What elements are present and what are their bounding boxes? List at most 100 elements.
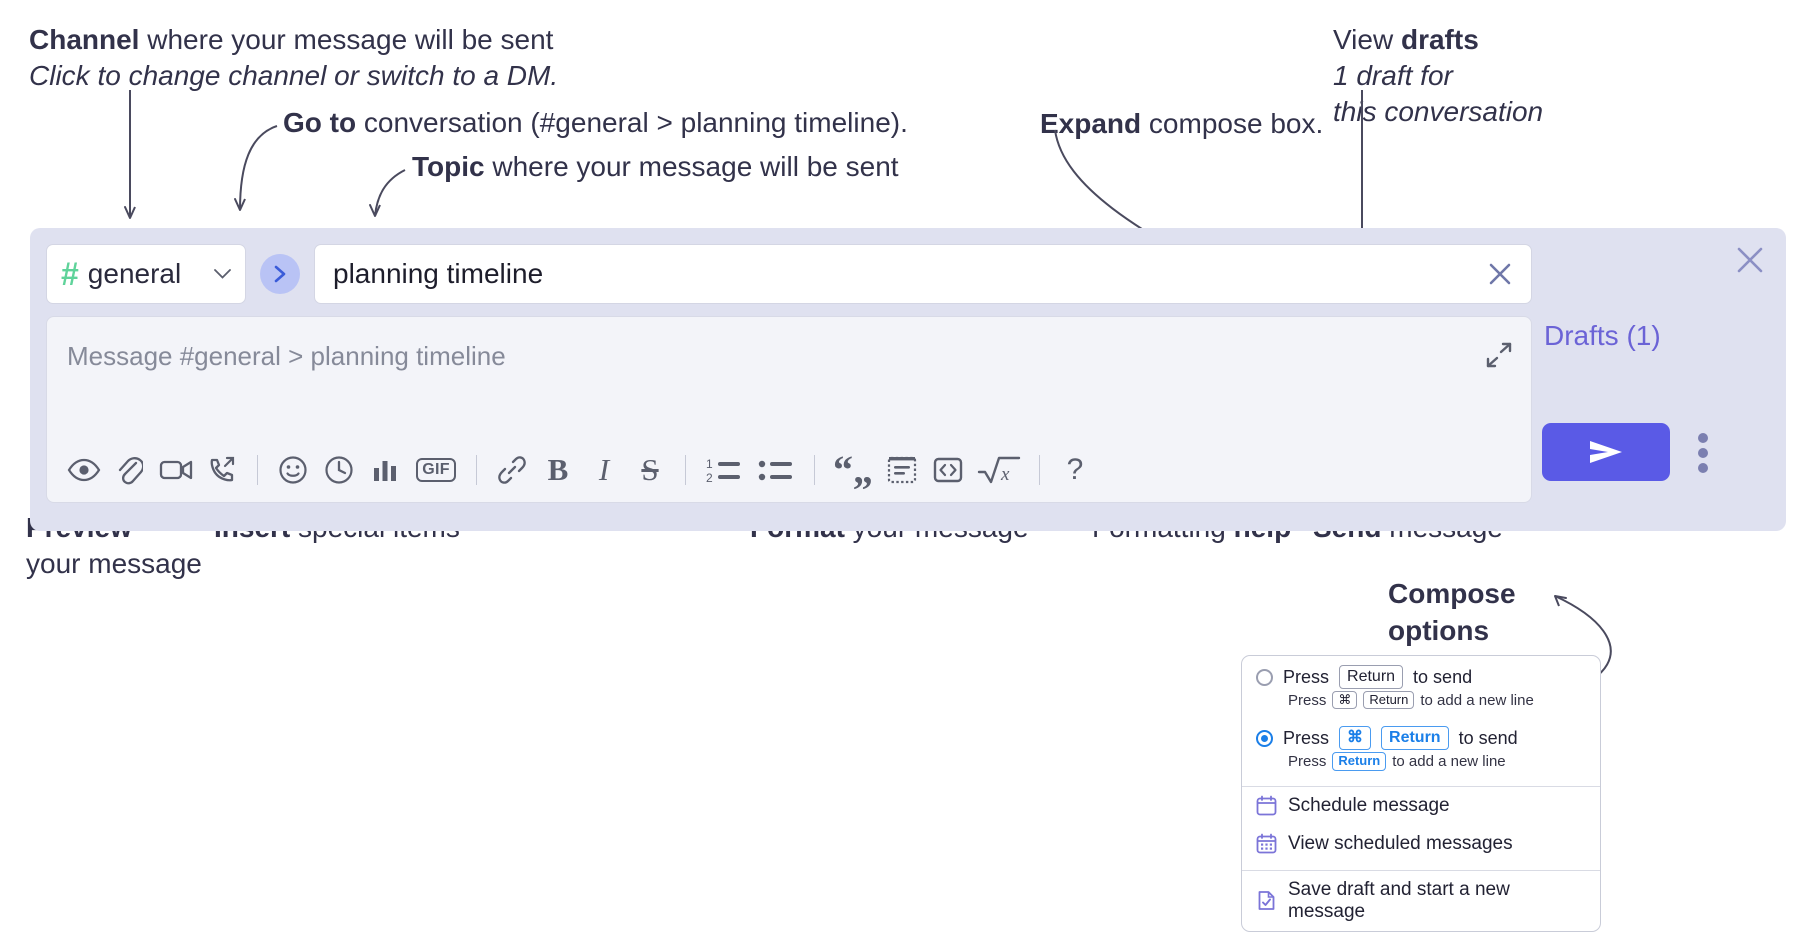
svg-text:2: 2 (706, 471, 713, 484)
option2-sub-tail: to add a new line (1392, 752, 1506, 770)
ordered-list-icon[interactable]: 1 2 (698, 447, 750, 493)
emoji-icon[interactable] (270, 447, 316, 493)
help-label: ? (1066, 453, 1084, 486)
italic-icon[interactable]: I (581, 447, 627, 493)
poll-icon[interactable] (362, 447, 408, 493)
math-icon[interactable]: x (971, 447, 1027, 493)
hash-icon: # (61, 256, 79, 292)
annotation-drafts-pre: View (1333, 24, 1401, 55)
video-icon[interactable] (153, 447, 199, 493)
annotation-compose-options-bold1: Compose (1388, 578, 1516, 609)
send-icon (1590, 441, 1622, 463)
expand-icon[interactable] (1485, 341, 1513, 369)
svg-text:1: 1 (706, 457, 713, 471)
annotation-drafts: View drafts 1 draft for this conversatio… (1333, 22, 1543, 129)
send-button[interactable] (1542, 423, 1670, 481)
svg-text:x: x (1000, 464, 1010, 485)
option1-key-return: Return (1339, 665, 1404, 689)
annotation-goto-bold: Go to (283, 107, 357, 138)
close-icon[interactable] (1734, 244, 1766, 276)
menu-item-label: Schedule message (1288, 794, 1450, 816)
strikethrough-icon[interactable]: S (627, 447, 673, 493)
channel-name: general (87, 258, 182, 289)
code-icon[interactable] (925, 447, 971, 493)
annotation-drafts-bold: drafts (1400, 24, 1479, 55)
radio-return-to-send[interactable] (1256, 668, 1273, 686)
code-block-icon[interactable] (879, 447, 925, 493)
topic-field[interactable]: planning timeline (314, 244, 1532, 304)
menu-divider-1 (1242, 785, 1600, 787)
formatting-toolbar: GIF B I S (47, 438, 1531, 502)
radio-cmd-return-to-send[interactable] (1256, 729, 1273, 747)
italic-label: I (598, 452, 610, 487)
annotation-expand-bold: Expand (1040, 108, 1142, 139)
option2-press: Press (1283, 727, 1330, 748)
kebab-dot-1 (1698, 433, 1708, 443)
annotation-channel-bold: Channel (29, 24, 140, 55)
message-input-area[interactable]: Message #general > planning timeline (46, 316, 1532, 503)
menu-item-view-scheduled-messages[interactable]: View scheduled messages (1242, 825, 1600, 863)
calendar-icon (1256, 795, 1277, 816)
kebab-dot-2 (1698, 448, 1708, 458)
menu-item-save-draft[interactable]: Save draft and start a new message (1242, 871, 1600, 931)
annotation-expand: Expand compose box. (1040, 106, 1323, 142)
more-options-icon[interactable] (1698, 433, 1708, 473)
annotation-channel-line1: Channel where your message will be sent (29, 24, 553, 55)
menu-item-label: View scheduled messages (1288, 832, 1513, 854)
option1-sub-tail: to add a new line (1420, 691, 1534, 709)
menu-option-return-subtext: Press ⌘ Return to add a new line (1242, 691, 1600, 717)
separator-5 (1039, 455, 1040, 485)
compose-header-row: # general planning timeline (46, 244, 1532, 304)
option2-key-return: Return (1381, 726, 1449, 751)
bold-label: B (547, 452, 569, 487)
gif-label: GIF (416, 458, 456, 482)
menu-item-label: Save draft and start a new message (1288, 878, 1510, 922)
menu-divider-2 (1242, 869, 1600, 871)
compose-main: # general planning timeline Message #gen… (46, 244, 1532, 515)
link-icon[interactable] (489, 447, 535, 493)
annotation-drafts-sub2: this conversation (1333, 95, 1544, 127)
clock-icon[interactable] (316, 447, 362, 493)
annotation-goto: Go to conversation (#general > planning … (283, 105, 908, 141)
gif-icon[interactable]: GIF (408, 447, 464, 493)
menu-item-schedule-message[interactable]: Schedule message (1242, 787, 1600, 825)
menu-option-return-to-send[interactable]: Press Return to send (1242, 656, 1600, 691)
compose-options-menu: Press Return to send Press ⌘ Return to a… (1241, 655, 1601, 932)
call-icon[interactable] (199, 447, 245, 493)
annotation-channel-sub: Click to change channel or switch to a D… (29, 59, 559, 91)
message-placeholder: Message #general > planning timeline (67, 341, 506, 371)
blockquote-icon[interactable]: “„ (833, 447, 873, 492)
option2-sub-press: Press (1288, 752, 1327, 770)
annotation-preview-sub: your message (26, 547, 202, 579)
attachment-icon[interactable] (107, 447, 153, 493)
compose-box: # general planning timeline Message #gen… (30, 228, 1786, 531)
separator-2 (476, 455, 477, 485)
close-icon[interactable] (1485, 259, 1515, 289)
topic-value: planning timeline (333, 258, 544, 289)
annotation-drafts-sub1: 1 draft for (1333, 59, 1453, 91)
strikethrough-label: S (641, 452, 659, 487)
annotation-channel-rest: where your message will be sent (139, 24, 554, 55)
channel-selector[interactable]: # general (46, 244, 246, 304)
menu-option-cmd-return-subtext: Press Return to add a new line (1242, 752, 1600, 778)
annotation-topic: Topic where your message will be sent (412, 149, 899, 185)
separator-4 (814, 455, 815, 485)
drafts-link[interactable]: Drafts (1) (1544, 320, 1661, 351)
option1-sub-key-cmd: ⌘ (1332, 691, 1358, 710)
chevron-right-icon (274, 265, 286, 283)
separator-1 (257, 455, 258, 485)
option1-sub-press: Press (1288, 691, 1327, 709)
help-icon[interactable]: ? (1052, 447, 1098, 493)
annotation-channel: Channel where your message will be sent … (29, 22, 558, 94)
goto-conversation-button[interactable] (260, 254, 300, 294)
preview-icon[interactable] (61, 447, 107, 493)
option2-sub-key-return: Return (1332, 752, 1387, 771)
bold-icon[interactable]: B (535, 447, 581, 493)
separator-3 (685, 455, 686, 485)
annotation-goto-rest: conversation (#general > planning timeli… (356, 107, 908, 138)
annotation-topic-bold: Topic (412, 151, 485, 182)
menu-option-cmd-return-to-send[interactable]: Press ⌘ Return to send (1242, 717, 1600, 752)
option1-sub-key-return: Return (1363, 691, 1415, 710)
annotation-compose-options-bold2: options (1388, 615, 1490, 647)
bulleted-list-icon[interactable] (750, 447, 802, 493)
